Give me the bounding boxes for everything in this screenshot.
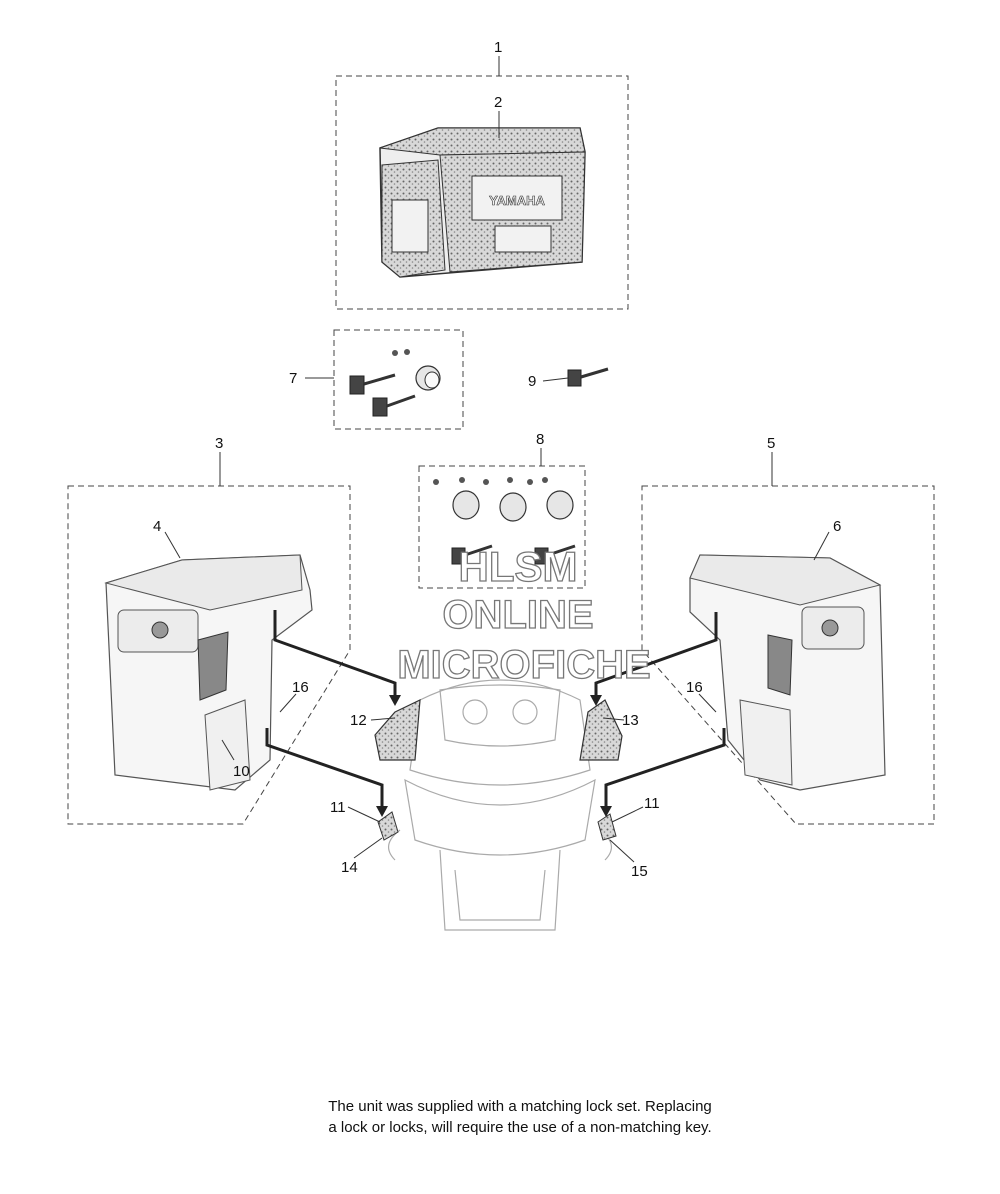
callout-numbers: 1 2 3 4 5 6 7 8 9 10 11 11 12 13 14 15 1…: [153, 39, 841, 880]
watermark-line3: MICROFICHE: [397, 643, 650, 687]
watermark-line1: HLSM: [459, 543, 578, 590]
right-side-case-illustration: [689, 554, 886, 791]
callout-11-right: 11: [644, 795, 660, 812]
callout-8: 8: [536, 431, 544, 448]
callout-15: 15: [631, 863, 648, 880]
callout-10: 10: [233, 763, 250, 780]
callout-5: 5: [767, 435, 775, 452]
group-box-top-case: [335, 75, 629, 310]
key-illustration: [567, 367, 609, 387]
callout-14: 14: [341, 859, 358, 876]
leader-lines: [164, 56, 830, 863]
mounting-arrows: [265, 610, 726, 808]
left-bracket-illustration: [374, 699, 421, 841]
arrow-heads: [376, 695, 612, 817]
lock-set-illustration: [433, 477, 576, 565]
group-box-lock-set: [418, 465, 586, 589]
key-lock-set-illustration: [349, 349, 441, 417]
callout-12: 12: [350, 712, 367, 729]
watermark: HLSM ONLINE MICROFICHE: [397, 542, 652, 687]
callout-13: 13: [622, 712, 639, 729]
callout-4: 4: [153, 518, 161, 535]
callout-1: 1: [494, 39, 502, 56]
callout-6: 6: [833, 518, 841, 535]
callout-7: 7: [289, 370, 297, 387]
top-case-brand-text: YAMAHA: [489, 193, 545, 208]
right-bracket-illustration: [579, 699, 623, 841]
group-box-key-lock-set: [333, 329, 464, 430]
note-line-1: The unit was supplied with a matching lo…: [328, 1098, 712, 1115]
watermark-line2: ONLINE: [442, 593, 593, 637]
callout-16-right: 16: [686, 679, 703, 696]
callout-16-left: 16: [292, 679, 309, 696]
top-case-illustration: YAMAHA: [379, 127, 586, 278]
lock-set-note: The unit was supplied with a matching lo…: [250, 1096, 790, 1138]
group-box-right-side-case: [641, 485, 935, 825]
callout-2: 2: [494, 94, 502, 111]
callout-11-left: 11: [330, 799, 346, 816]
motorcycle-rear-illustration: [388, 679, 612, 931]
note-line-2: a lock or locks, will require the use of…: [328, 1119, 712, 1136]
left-side-case-illustration: [104, 554, 313, 791]
callout-9: 9: [528, 373, 536, 390]
group-box-left-side-case: [67, 485, 351, 825]
callout-3: 3: [215, 435, 223, 452]
